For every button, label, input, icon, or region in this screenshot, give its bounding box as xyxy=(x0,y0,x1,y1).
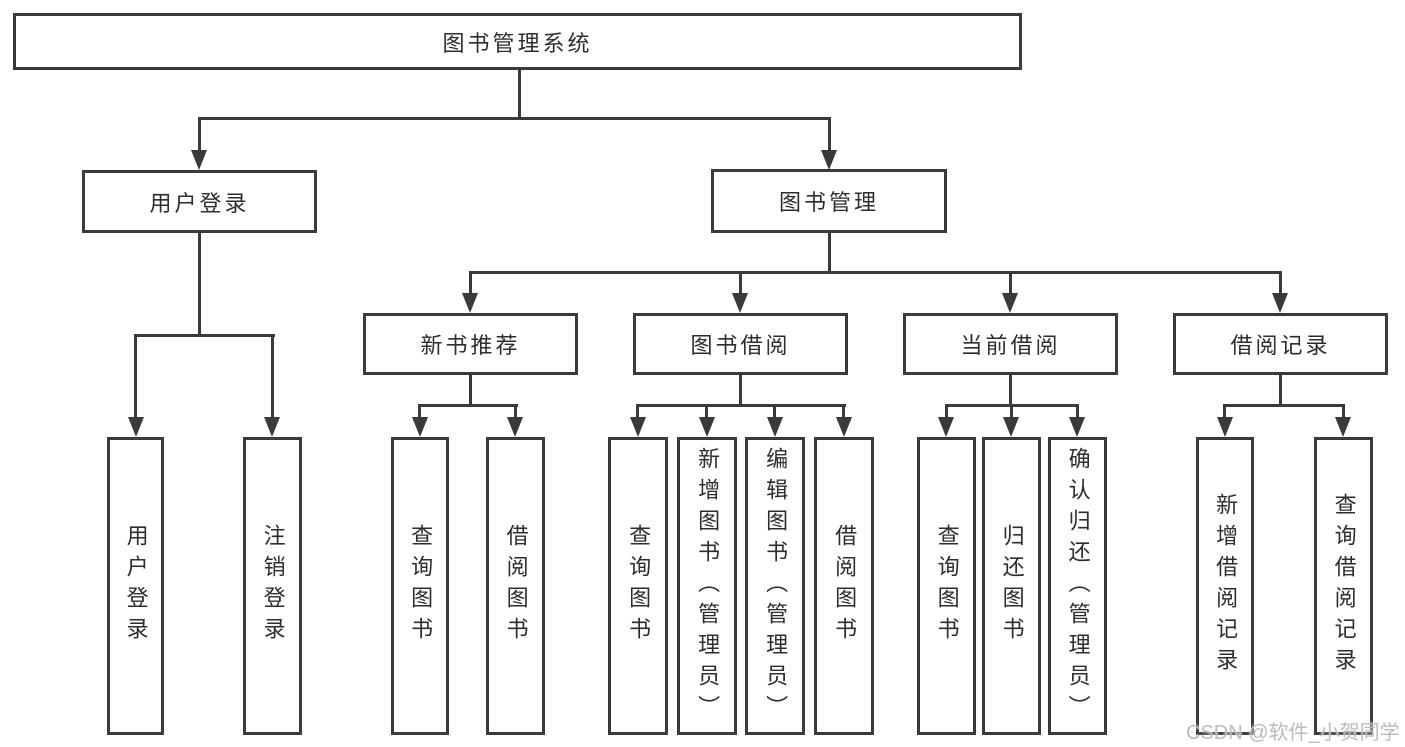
connector-new-book-rail xyxy=(418,404,518,407)
connector-borrow-records-stem xyxy=(1279,375,1282,406)
connector-user-login-stem xyxy=(198,233,201,336)
connector-current-borrow-stem xyxy=(1009,375,1012,406)
leaf-label: 新增图书（管理员） xyxy=(695,446,721,726)
node-new-book-recommend: 新书推荐 xyxy=(363,313,578,375)
connector-drop-leaf-user-login xyxy=(134,334,137,419)
arrow-down-icon xyxy=(462,293,478,313)
connector-drop xyxy=(705,404,708,420)
node-label: 新书推荐 xyxy=(420,333,521,358)
node-book-borrowing: 图书借阅 xyxy=(633,313,848,375)
connector-drop xyxy=(1076,404,1079,420)
connector-drop xyxy=(773,404,776,420)
leaf-query-borrow-record: 查询借阅记录 xyxy=(1314,437,1373,735)
connector-drop-book-borrow xyxy=(739,271,742,297)
connector-drop-leaf-logout xyxy=(271,334,274,419)
leaf-borrow-books-borrowing: 借阅图书 xyxy=(814,437,874,735)
arrow-down-icon xyxy=(1003,417,1019,437)
leaf-label: 用户登录 xyxy=(123,524,149,648)
connector-drop xyxy=(1010,404,1013,420)
arrow-down-icon xyxy=(821,150,837,170)
arrow-down-icon xyxy=(732,293,748,313)
arrow-down-icon xyxy=(767,417,783,437)
leaf-label: 归还图书 xyxy=(999,524,1025,648)
leaf-borrow-books-recommend: 借阅图书 xyxy=(486,437,545,735)
node-label: 图书借阅 xyxy=(690,333,791,358)
arrow-down-icon xyxy=(1217,417,1233,437)
connector-drop-current-borrow xyxy=(1009,271,1012,297)
leaf-label: 借阅图书 xyxy=(832,524,858,648)
connector-borrow-records-rail xyxy=(1223,404,1345,407)
arrow-down-icon xyxy=(1069,417,1085,437)
arrow-down-icon xyxy=(699,417,715,437)
connector-drop-borrow-records xyxy=(1279,271,1282,297)
arrow-down-icon xyxy=(191,150,207,170)
leaf-return-books: 归还图书 xyxy=(982,437,1041,735)
leaf-query-books-borrowing: 查询图书 xyxy=(608,437,668,735)
leaf-edit-books-admin: 编辑图书（管理员） xyxy=(745,437,805,735)
leaf-label: 确认归还（管理员） xyxy=(1065,446,1091,726)
leaf-label: 查询图书 xyxy=(626,524,652,648)
connector-drop-new-book xyxy=(469,271,472,297)
arrow-down-icon xyxy=(1272,293,1288,313)
node-label: 图书管理 xyxy=(778,190,879,215)
arrow-down-icon xyxy=(507,417,523,437)
node-user-login: 用户登录 xyxy=(82,170,317,233)
node-current-borrowing: 当前借阅 xyxy=(903,313,1118,375)
connector-drop xyxy=(514,404,517,420)
connector-book-borrow-stem xyxy=(739,375,742,406)
connector-root-stem xyxy=(518,68,521,120)
connector-new-book-stem xyxy=(469,375,472,406)
leaf-label: 查询图书 xyxy=(408,524,434,648)
leaf-logout: 注销登录 xyxy=(243,437,302,735)
connector-book-management-stem xyxy=(828,233,831,274)
connector-level2-rail xyxy=(198,117,831,120)
leaf-add-borrow-record: 新增借阅记录 xyxy=(1196,437,1254,735)
connector-drop xyxy=(1223,404,1226,420)
connector-drop xyxy=(842,404,845,420)
leaf-label: 借阅图书 xyxy=(503,524,529,648)
leaf-user-login: 用户登录 xyxy=(107,437,164,735)
arrow-down-icon xyxy=(1335,417,1351,437)
node-label: 当前借阅 xyxy=(960,333,1061,358)
connector-user-login-rail xyxy=(134,334,275,337)
leaf-label: 注销登录 xyxy=(260,524,286,648)
leaf-label: 查询借阅记录 xyxy=(1331,493,1357,679)
connector-drop xyxy=(636,404,639,420)
node-book-management: 图书管理 xyxy=(711,169,947,233)
connector-drop xyxy=(418,404,421,420)
csdn-watermark: CSDN @软件_小贺同学 xyxy=(1186,722,1400,744)
connector-drop xyxy=(945,404,948,420)
arrow-down-icon xyxy=(630,417,646,437)
connector-drop-book-management xyxy=(828,117,831,154)
node-label: 图书管理系统 xyxy=(442,30,593,56)
connector-book-borrow-rail xyxy=(636,404,846,407)
leaf-confirm-return-admin: 确认归还（管理员） xyxy=(1048,437,1107,735)
arrow-down-icon xyxy=(1002,293,1018,313)
leaf-add-books-admin: 新增图书（管理员） xyxy=(677,437,737,735)
arrow-down-icon xyxy=(938,417,954,437)
leaf-label: 新增借阅记录 xyxy=(1213,493,1239,679)
arrow-down-icon xyxy=(836,417,852,437)
leaf-label: 编辑图书（管理员） xyxy=(763,446,789,726)
arrow-down-icon xyxy=(264,417,280,437)
node-borrowing-records: 借阅记录 xyxy=(1173,313,1388,375)
leaf-query-books-recommend: 查询图书 xyxy=(391,437,449,735)
connector-drop-user-login xyxy=(198,117,201,154)
node-library-management-system: 图书管理系统 xyxy=(13,13,1022,70)
connector-drop xyxy=(1342,404,1345,420)
leaf-query-books-current: 查询图书 xyxy=(917,437,976,735)
arrow-down-icon xyxy=(128,417,144,437)
node-label: 借阅记录 xyxy=(1230,333,1331,358)
connector-level3-rail xyxy=(469,271,1282,274)
node-label: 用户登录 xyxy=(149,190,250,216)
leaf-label: 查询图书 xyxy=(934,524,960,648)
arrow-down-icon xyxy=(412,417,428,437)
